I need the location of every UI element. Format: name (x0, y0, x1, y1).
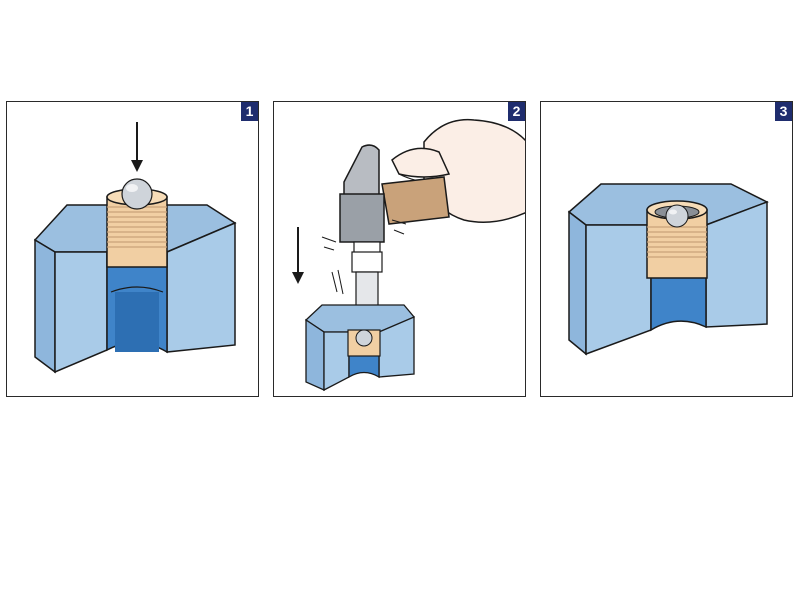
hammer-icon (339, 144, 450, 243)
step-2-illustration (292, 118, 525, 392)
ball-seal-insert (646, 200, 708, 279)
step-number-badge: 3 (775, 102, 792, 121)
step-3-panel: 3 (540, 101, 793, 397)
ball-icon (121, 178, 153, 210)
ball-icon (355, 329, 373, 347)
step-1-illustration (33, 122, 237, 374)
step-3-illustration (567, 183, 769, 356)
down-arrow-icon (292, 227, 304, 284)
ball-seal-insert (106, 178, 168, 268)
ball-icon (665, 204, 689, 228)
step-1-panel: 1 (6, 101, 259, 397)
down-arrow-icon (131, 122, 143, 172)
step-2-panel: 2 (273, 101, 526, 397)
step-number-badge: 1 (241, 102, 258, 121)
step-number-badge: 2 (508, 102, 525, 121)
